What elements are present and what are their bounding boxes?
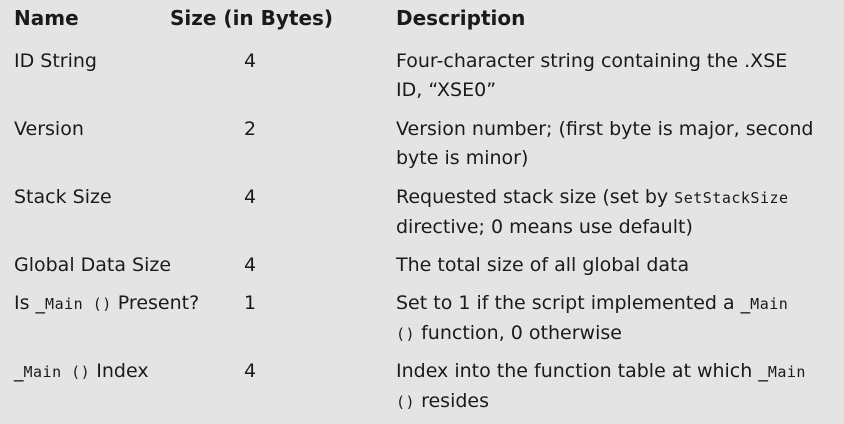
row-main-index-desc-post: resides	[415, 390, 490, 412]
row-stack-size-desc-code: SetStackSize	[674, 189, 789, 207]
row-main-index-desc-code: Main	[767, 363, 806, 381]
row-stack-size-name: Stack Size	[14, 186, 112, 208]
row-id-string-desc-line2: ID, “XSE0”	[396, 79, 497, 101]
column-header-size: Size (in Bytes)	[170, 6, 334, 30]
row-main-index-name: _Main () Index	[14, 357, 149, 387]
row-id-string-desc-line1: Four-character string containing the .XS…	[396, 50, 788, 72]
row-main-index-desc-code2: ()	[396, 393, 416, 411]
row-main-index-name-post: Index	[90, 360, 149, 382]
row-stack-size-desc-text: Requested stack size (set by	[396, 186, 675, 208]
row-version-size: 2	[244, 118, 257, 140]
row-main-present-name: Is _Main () Present?	[14, 289, 199, 319]
row-main-index-desc-text: Index into the function table at which _	[396, 360, 768, 382]
row-id-string-name: ID String	[14, 50, 97, 72]
row-main-present-name-post: Present?	[111, 292, 200, 314]
row-main-present-desc-text: Set to 1 if the script implemented a _	[396, 292, 751, 314]
row-version-desc-line2: byte is minor)	[396, 147, 529, 169]
row-main-present-desc-line2: () function, 0 otherwise	[396, 319, 836, 349]
row-main-index-description: Index into the function table at which _…	[396, 357, 836, 417]
row-main-present-name-code: Main ()	[45, 295, 112, 313]
row-id-string-description: Four-character string containing the .XS…	[396, 47, 836, 105]
row-main-index-name-pre: _	[14, 360, 24, 382]
row-main-index-desc-line2: () resides	[396, 387, 836, 417]
row-global-data-size-description: The total size of all global data	[396, 251, 836, 280]
row-stack-size-size: 4	[244, 186, 257, 208]
row-main-index-name-code: Main ()	[23, 363, 91, 381]
row-global-data-size-name: Global Data Size	[14, 254, 172, 276]
row-main-present-desc-post: function, 0 otherwise	[415, 322, 622, 344]
row-version-desc-line1: Version number; (first byte is major, se…	[396, 118, 814, 140]
row-main-present-desc-code: Main	[750, 295, 789, 313]
row-main-present-size: 1	[244, 292, 257, 314]
row-global-data-size-size: 4	[244, 254, 257, 276]
row-stack-size-description: Requested stack size (set by SetStackSiz…	[396, 183, 836, 242]
row-version-name: Version	[14, 118, 84, 140]
column-header-name: Name	[14, 6, 79, 30]
row-main-present-desc-code2: ()	[396, 325, 416, 343]
column-header-description: Description	[396, 6, 526, 30]
row-main-present-description: Set to 1 if the script implemented a _Ma…	[396, 289, 836, 349]
row-main-index-size: 4	[244, 360, 257, 382]
row-stack-size-desc-line2: directive; 0 means use default)	[396, 216, 693, 238]
row-stack-size-desc-line1: Requested stack size (set by SetStackSiz…	[396, 183, 836, 213]
row-main-index-desc-line1: Index into the function table at which _…	[396, 357, 836, 387]
row-id-string-size: 4	[244, 50, 257, 72]
row-main-present-desc-line1: Set to 1 if the script implemented a _Ma…	[396, 289, 836, 319]
row-version-description: Version number; (first byte is major, se…	[396, 115, 836, 173]
row-main-present-name-pre: Is _	[14, 292, 46, 314]
row-global-data-size-desc-line1: The total size of all global data	[396, 254, 690, 276]
